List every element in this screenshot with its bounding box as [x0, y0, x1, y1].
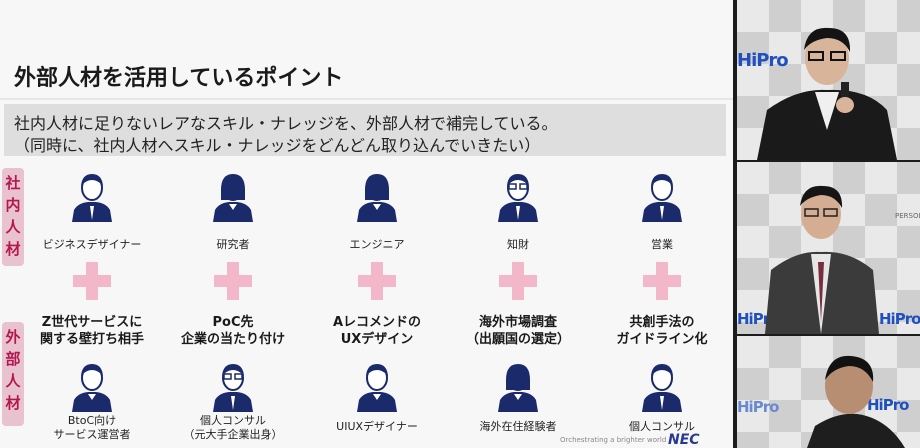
topic-line-1: Z世代サービスに	[41, 315, 143, 330]
topic-line-1: Aレコメンドの	[332, 315, 422, 330]
topic-line-1: PoC先	[212, 315, 254, 330]
external-talent-label: 外部人材	[2, 322, 24, 426]
topic-line-2: 関する壁打ち相手	[39, 332, 144, 347]
topic-line-2: ガイドライン化	[616, 332, 708, 347]
external-role-line-1: 個人コンサル	[629, 420, 695, 433]
plus-icon	[643, 262, 681, 300]
speaker-1-figure	[757, 27, 897, 160]
internal-role-label: 営業	[651, 238, 673, 251]
internal-role-label: 知財	[507, 238, 529, 251]
plus-icon	[358, 262, 396, 300]
hipro-logo: HiPro	[737, 50, 789, 71]
internal-person-icon	[636, 170, 688, 222]
video-speaker-1: HiPro	[737, 0, 920, 160]
external-person-icon	[636, 360, 688, 412]
plus-icon	[499, 262, 537, 300]
subtitle-box: 社内人材に足りないレアなスキル・ナレッジを、外部人材で補完している。 （同時に、…	[4, 104, 726, 156]
topic-line-2: （出願国の選定）	[465, 332, 570, 347]
internal-person-icon	[66, 170, 118, 222]
external-role-line-2: （元大手企業出身）	[183, 428, 283, 441]
internal-role-label: 研究者	[216, 238, 250, 251]
subtitle-line-1: 社内人材に足りないレアなスキル・ナレッジを、外部人材で補完している。	[14, 114, 558, 133]
internal-person-icon	[351, 170, 403, 222]
video-speaker-2: HiPro HiPro PERSOL	[737, 162, 920, 334]
video-speaker-3: HiPro HiPro	[737, 336, 920, 448]
external-person-icon	[207, 360, 259, 412]
persol-mark: PERSOL	[895, 212, 920, 220]
title-divider	[0, 98, 733, 100]
external-role-line-1: 個人コンサル	[200, 414, 266, 427]
subtitle-line-2: （同時に、社内人材へスキル・ナレッジをどんどん取り込んでいきたい）	[14, 136, 541, 155]
plus-icon	[214, 262, 252, 300]
hipro-logo-3: HiPro	[879, 310, 920, 328]
internal-role-label: エンジニア	[349, 238, 405, 251]
internal-role-label: ビジネスデザイナー	[42, 238, 142, 251]
external-role-line-1: UIUXデザイナー	[336, 420, 418, 433]
topic-line-2: UXデザイン	[340, 332, 414, 347]
internal-talent-label: 社内人材	[2, 168, 24, 266]
internal-person-icon	[492, 170, 544, 222]
slide-footer: Orchestrating a brighter world	[560, 436, 667, 444]
hipro-logo-5: HiPro	[867, 396, 909, 414]
topic-line-2: 企業の当たり付け	[180, 332, 285, 347]
plus-icon	[73, 262, 111, 300]
external-role-line-1: BtoC向け	[67, 414, 117, 427]
external-person-icon	[492, 360, 544, 412]
hipro-logo-4: HiPro	[737, 398, 779, 416]
speaker-2-figure	[765, 185, 879, 334]
internal-person-icon	[207, 170, 259, 222]
topic-line-1: 共創手法の	[629, 315, 695, 330]
brand-logo: NEC	[668, 432, 700, 448]
external-role-line-1: 海外在住経験者	[479, 420, 557, 433]
external-person-icon	[66, 360, 118, 412]
presentation-slide: 外部人材を活用しているポイント 社内人材に足りないレアなスキル・ナレッジを、外部…	[0, 0, 733, 448]
external-person-icon	[351, 360, 403, 412]
topic-line-1: 海外市場調査	[478, 315, 557, 330]
external-role-line-2: サービス運営者	[53, 428, 131, 441]
slide-title: 外部人材を活用しているポイント	[14, 66, 344, 91]
speaker-3-figure	[807, 355, 905, 448]
